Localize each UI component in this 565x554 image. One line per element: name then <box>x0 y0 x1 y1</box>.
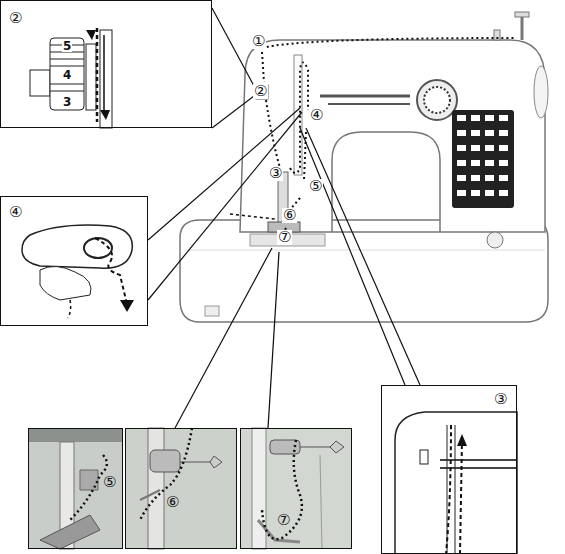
dial-number: 4 <box>62 69 72 81</box>
dial-number: 5 <box>62 40 72 52</box>
detail-inset: ④ <box>0 196 148 326</box>
callout-number: ⑤ <box>308 179 323 194</box>
detail-inset: ② <box>0 0 212 128</box>
photo-inset: ⑦ <box>240 428 352 549</box>
photo-inset: ⑥ <box>125 428 237 549</box>
dial-number: 3 <box>62 96 72 108</box>
callout-number: ⑤ <box>103 475 116 490</box>
callout-number: ⑥ <box>166 495 179 510</box>
photo-inset: ⑤ <box>28 428 123 549</box>
callout-number: ③ <box>268 166 283 181</box>
callout-number: ① <box>251 34 266 49</box>
callout-number: ⑦ <box>277 513 290 528</box>
callout-number: ② <box>9 11 22 26</box>
callout-number: ③ <box>494 392 507 407</box>
detail-inset: ③ <box>381 385 517 554</box>
callout-number: ⑦ <box>277 230 292 245</box>
callout-number: ④ <box>309 108 324 123</box>
callout-number: ⑥ <box>282 208 297 223</box>
callout-number: ② <box>253 84 268 99</box>
callout-number: ④ <box>9 205 22 220</box>
